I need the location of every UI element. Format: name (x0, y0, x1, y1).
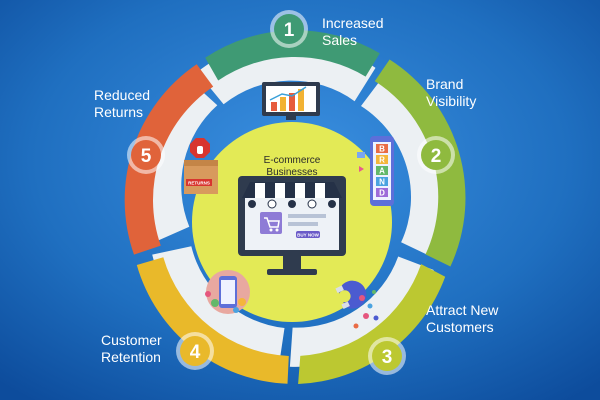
badge-3: 3 (368, 337, 406, 375)
segment-brand-visibility (374, 59, 466, 267)
label-attract-new-customers-line1: Attract New (426, 302, 499, 318)
badge-number-3: 3 (382, 347, 393, 368)
buy-now-badge: BUY NOW (297, 233, 319, 238)
brand-letter-b: B (379, 145, 385, 154)
label-reduced-returns-line2: Returns (94, 104, 144, 120)
label-customer-retention-line2: Retention (101, 349, 161, 365)
badge-number-2: 2 (431, 146, 442, 167)
label-reduced-returns: Reduced Returns (94, 87, 150, 121)
badge-number-4: 4 (190, 342, 201, 363)
outer-ring (124, 30, 466, 384)
label-customer-retention-line1: Customer (101, 332, 162, 348)
phone-brand-icon: B R A N D (357, 136, 394, 206)
segment-customer-retention (136, 257, 289, 384)
sales-chart-icon (262, 82, 320, 120)
badge-5: 5 (127, 136, 165, 174)
label-customer-retention: Customer Retention (101, 332, 162, 366)
label-attract-new-customers-line2: Customers (426, 319, 494, 335)
segment-increased-sales (205, 30, 380, 81)
brand-letter-a: A (379, 167, 385, 176)
center-title-line1: E-commerce (264, 155, 321, 166)
label-reduced-returns-line1: Reduced (94, 87, 151, 103)
brand-letter-d: D (379, 189, 385, 198)
center-title-line2: Businesses (266, 167, 317, 178)
stop-return-box-icon: RETURNS (184, 138, 218, 194)
segment-attract-new-customers (298, 264, 446, 384)
label-attract-new-customers: Attract New Customers (426, 302, 498, 336)
label-increased-sales: Increased Sales (322, 15, 383, 49)
returns-label: RETURNS (188, 181, 210, 186)
brand-letter-r: R (379, 156, 385, 165)
badge-number-5: 5 (141, 146, 152, 167)
label-brand-visibility-line2: Visibility (426, 93, 477, 109)
label-increased-sales-line1: Increased (322, 15, 384, 31)
inner-segment-3 (289, 256, 434, 367)
badge-2: 2 (417, 136, 455, 174)
label-brand-visibility-line1: Brand (426, 76, 464, 92)
label-increased-sales-line2: Sales (322, 32, 358, 48)
brand-letter-n: N (379, 178, 385, 187)
label-brand-visibility: Brand Visibility (426, 76, 476, 110)
badge-1: 1 (270, 10, 308, 48)
badge-number-1: 1 (284, 20, 295, 41)
magnet-icon (335, 280, 379, 329)
customer-phone-icon (205, 270, 250, 314)
badge-4: 4 (176, 332, 214, 370)
storefront-monitor-icon: BUY NOW (238, 176, 346, 275)
segment-reduced-returns (124, 64, 214, 255)
